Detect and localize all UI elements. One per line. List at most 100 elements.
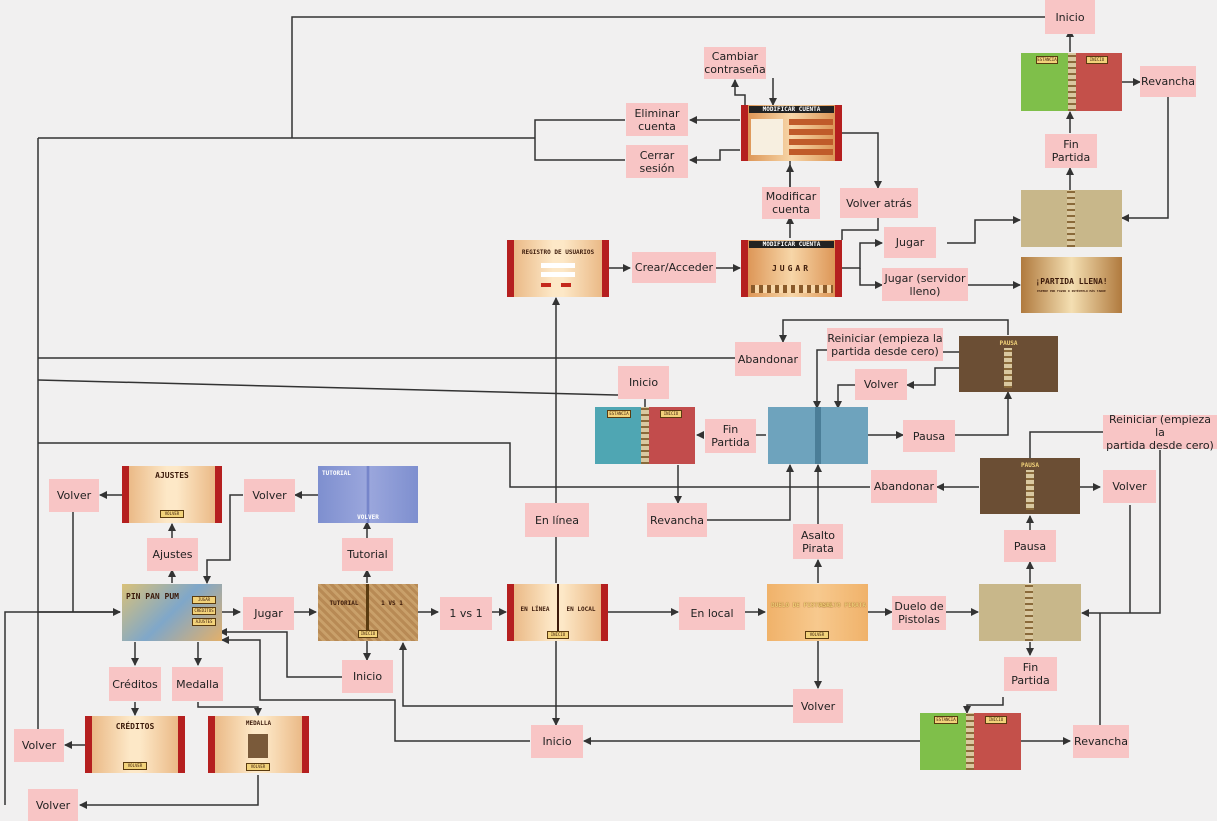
creditos-title: CRÉDITOS <box>115 722 155 731</box>
main-menu-btn1: JUGAR <box>192 596 216 604</box>
partida-llena-screen: ¡PARTIDA LLENA! ESPERE POR FAVOR O INTÉN… <box>1021 257 1122 313</box>
label-jugar-servidor-lleno[interactable]: Jugar (servidor lleno) <box>882 268 968 301</box>
label-revancha-top[interactable]: Revancha <box>1140 66 1196 97</box>
label-volver-tutorial[interactable]: Volver <box>244 479 295 512</box>
online-label: EN LÍNEA <box>520 606 550 613</box>
label-volver-pausa-right[interactable]: Volver <box>1103 470 1156 503</box>
label-jugar-main[interactable]: Jugar <box>243 597 294 630</box>
ajustes-volver-btn: VOLVER <box>160 510 184 518</box>
label-en-linea[interactable]: En línea <box>525 503 589 537</box>
label-crear-acceder[interactable]: Crear/Acceder <box>632 252 716 283</box>
label-medalla[interactable]: Medalla <box>172 667 223 701</box>
juegos-volver-btn: VOLVER <box>805 631 829 639</box>
tutorial-volver-btn: VOLVER <box>357 514 379 521</box>
edge <box>1081 450 1161 617</box>
edge <box>38 442 870 488</box>
online-match-screen <box>1021 190 1122 247</box>
label-jugar-online[interactable]: Jugar <box>884 227 936 258</box>
jugar-menu-screen: MODIFICAR CUENTA JUGAR <box>741 240 842 297</box>
label-fin-partida-mid[interactable]: Fin Partida <box>705 419 756 453</box>
edge <box>859 268 883 289</box>
victory-screen-mid: ESTANCIA INICIO <box>595 407 695 464</box>
label-volver-medalla[interactable]: Volver <box>28 789 78 821</box>
label-inicio-top[interactable]: Inicio <box>1045 0 1095 34</box>
label-abandonar-top[interactable]: Abandonar <box>735 342 801 376</box>
label-pausa-right[interactable]: Pausa <box>1004 530 1056 562</box>
edge <box>689 149 740 164</box>
modo-screen: TUTORIAL 1 VS 1 INICIO <box>318 584 418 641</box>
edge <box>834 384 855 409</box>
label-ajustes[interactable]: Ajustes <box>147 538 198 571</box>
modo-inicio-btn: INICIO <box>358 630 378 638</box>
label-inicio-tutorial[interactable]: Inicio <box>342 660 393 693</box>
medalla-screen: MEDALLA VOLVER <box>208 716 309 773</box>
main-menu-btn2: CRÉDITOS <box>192 607 216 615</box>
edge <box>841 218 879 240</box>
ajustes-screen: AJUSTES VOLVER <box>122 466 222 523</box>
edge <box>1029 431 1103 458</box>
modo-left: TUTORIAL <box>329 600 359 607</box>
label-tutorial[interactable]: Tutorial <box>342 538 393 571</box>
label-1vs1[interactable]: 1 vs 1 <box>440 597 492 630</box>
main-menu-btn3: AJUSTES <box>192 618 216 626</box>
jugar-menu-title: MODIFICAR CUENTA <box>762 241 821 248</box>
label-pausa-mid[interactable]: Pausa <box>903 420 955 452</box>
asalto-pirata-game-screen <box>768 407 868 464</box>
label-reiniciar-top[interactable]: Reiniciar (empieza la partida desde cero… <box>827 328 943 361</box>
edge <box>37 379 646 407</box>
label-creditos[interactable]: Créditos <box>109 667 161 701</box>
label-volver-ajustes[interactable]: Volver <box>49 479 99 512</box>
label-volver-pausa-top[interactable]: Volver <box>855 369 907 400</box>
victory-bottom-left: ESTANCIA <box>934 716 958 724</box>
label-duelo-pistolas[interactable]: Duelo de Pistolas <box>892 596 946 630</box>
tutorial-screen: TUTORIAL VOLVER <box>318 466 418 523</box>
edge <box>955 391 1012 436</box>
edge <box>79 775 259 809</box>
label-abandonar-right[interactable]: Abandonar <box>871 470 937 503</box>
edge <box>534 119 625 161</box>
victory-screen-bottom: ESTANCIA INICIO <box>920 713 1021 770</box>
edge <box>842 132 882 189</box>
label-volver-creditos[interactable]: Volver <box>14 729 64 762</box>
label-fin-partida-bottom[interactable]: Fin Partida <box>1004 657 1057 691</box>
modificar-cuenta-title: MODIFICAR CUENTA <box>762 106 821 113</box>
main-menu-title: PIN PAN PUM <box>126 592 179 601</box>
pausa-screen-online: PAUSA <box>959 336 1058 392</box>
modificar-cuenta-screen: MODIFICAR CUENTA <box>741 105 842 161</box>
label-cerrar-sesion[interactable]: Cerrar sesión <box>626 145 688 178</box>
label-modificar-cuenta[interactable]: Modificar cuenta <box>762 187 820 219</box>
edge <box>1121 97 1169 222</box>
edge <box>203 494 243 584</box>
label-inicio-mid[interactable]: Inicio <box>618 366 669 399</box>
edge <box>963 697 1004 714</box>
ajustes-title: AJUSTES <box>155 471 189 480</box>
label-cambiar-contrasena[interactable]: Cambiar contraseña <box>704 47 766 79</box>
label-asalto-pirata[interactable]: Asalto Pirata <box>793 524 843 559</box>
medalla-title: MEDALLA <box>245 720 272 727</box>
victory-bottom-right: INICIO <box>985 716 1007 724</box>
edge <box>37 138 121 616</box>
label-inicio-bottom[interactable]: Inicio <box>531 725 583 758</box>
label-en-local[interactable]: En local <box>679 597 745 630</box>
edge <box>291 16 1045 138</box>
victory-mid-left: ESTANCIA <box>607 410 631 418</box>
juegos-screen: DUELO DE PISTOLAS ASALTO PIRATA VOLVER <box>767 584 868 641</box>
edge <box>947 216 1021 244</box>
pausa-screen-local: PAUSA <box>980 458 1080 514</box>
label-eliminar-cuenta[interactable]: Eliminar cuenta <box>626 103 688 136</box>
partida-llena-title: ¡PARTIDA LLENA! <box>1035 277 1108 286</box>
label-volver-atras[interactable]: Volver atrás <box>840 188 918 218</box>
registro-title: REGISTRO DE USUARIOS <box>521 249 595 256</box>
label-volver-local[interactable]: Volver <box>793 689 843 723</box>
label-reiniciar-right[interactable]: Reiniciar (empieza la partida desde cero… <box>1103 413 1217 452</box>
label-revancha-bottom[interactable]: Revancha <box>1073 725 1129 758</box>
label-revancha-mid[interactable]: Revancha <box>647 503 707 537</box>
label-fin-partida-top[interactable]: Fin Partida <box>1045 134 1097 168</box>
partida-llena-subtitle: ESPERE POR FAVOR O INTÉNTELO MÁS TARDE <box>1037 289 1106 293</box>
victory-right-label: INICIO <box>1086 56 1108 64</box>
creditos-screen: CRÉDITOS VOLVER <box>85 716 185 773</box>
jugar-menu-play: JUGAR <box>771 264 812 273</box>
pausa-title-local: PAUSA <box>1020 462 1040 469</box>
